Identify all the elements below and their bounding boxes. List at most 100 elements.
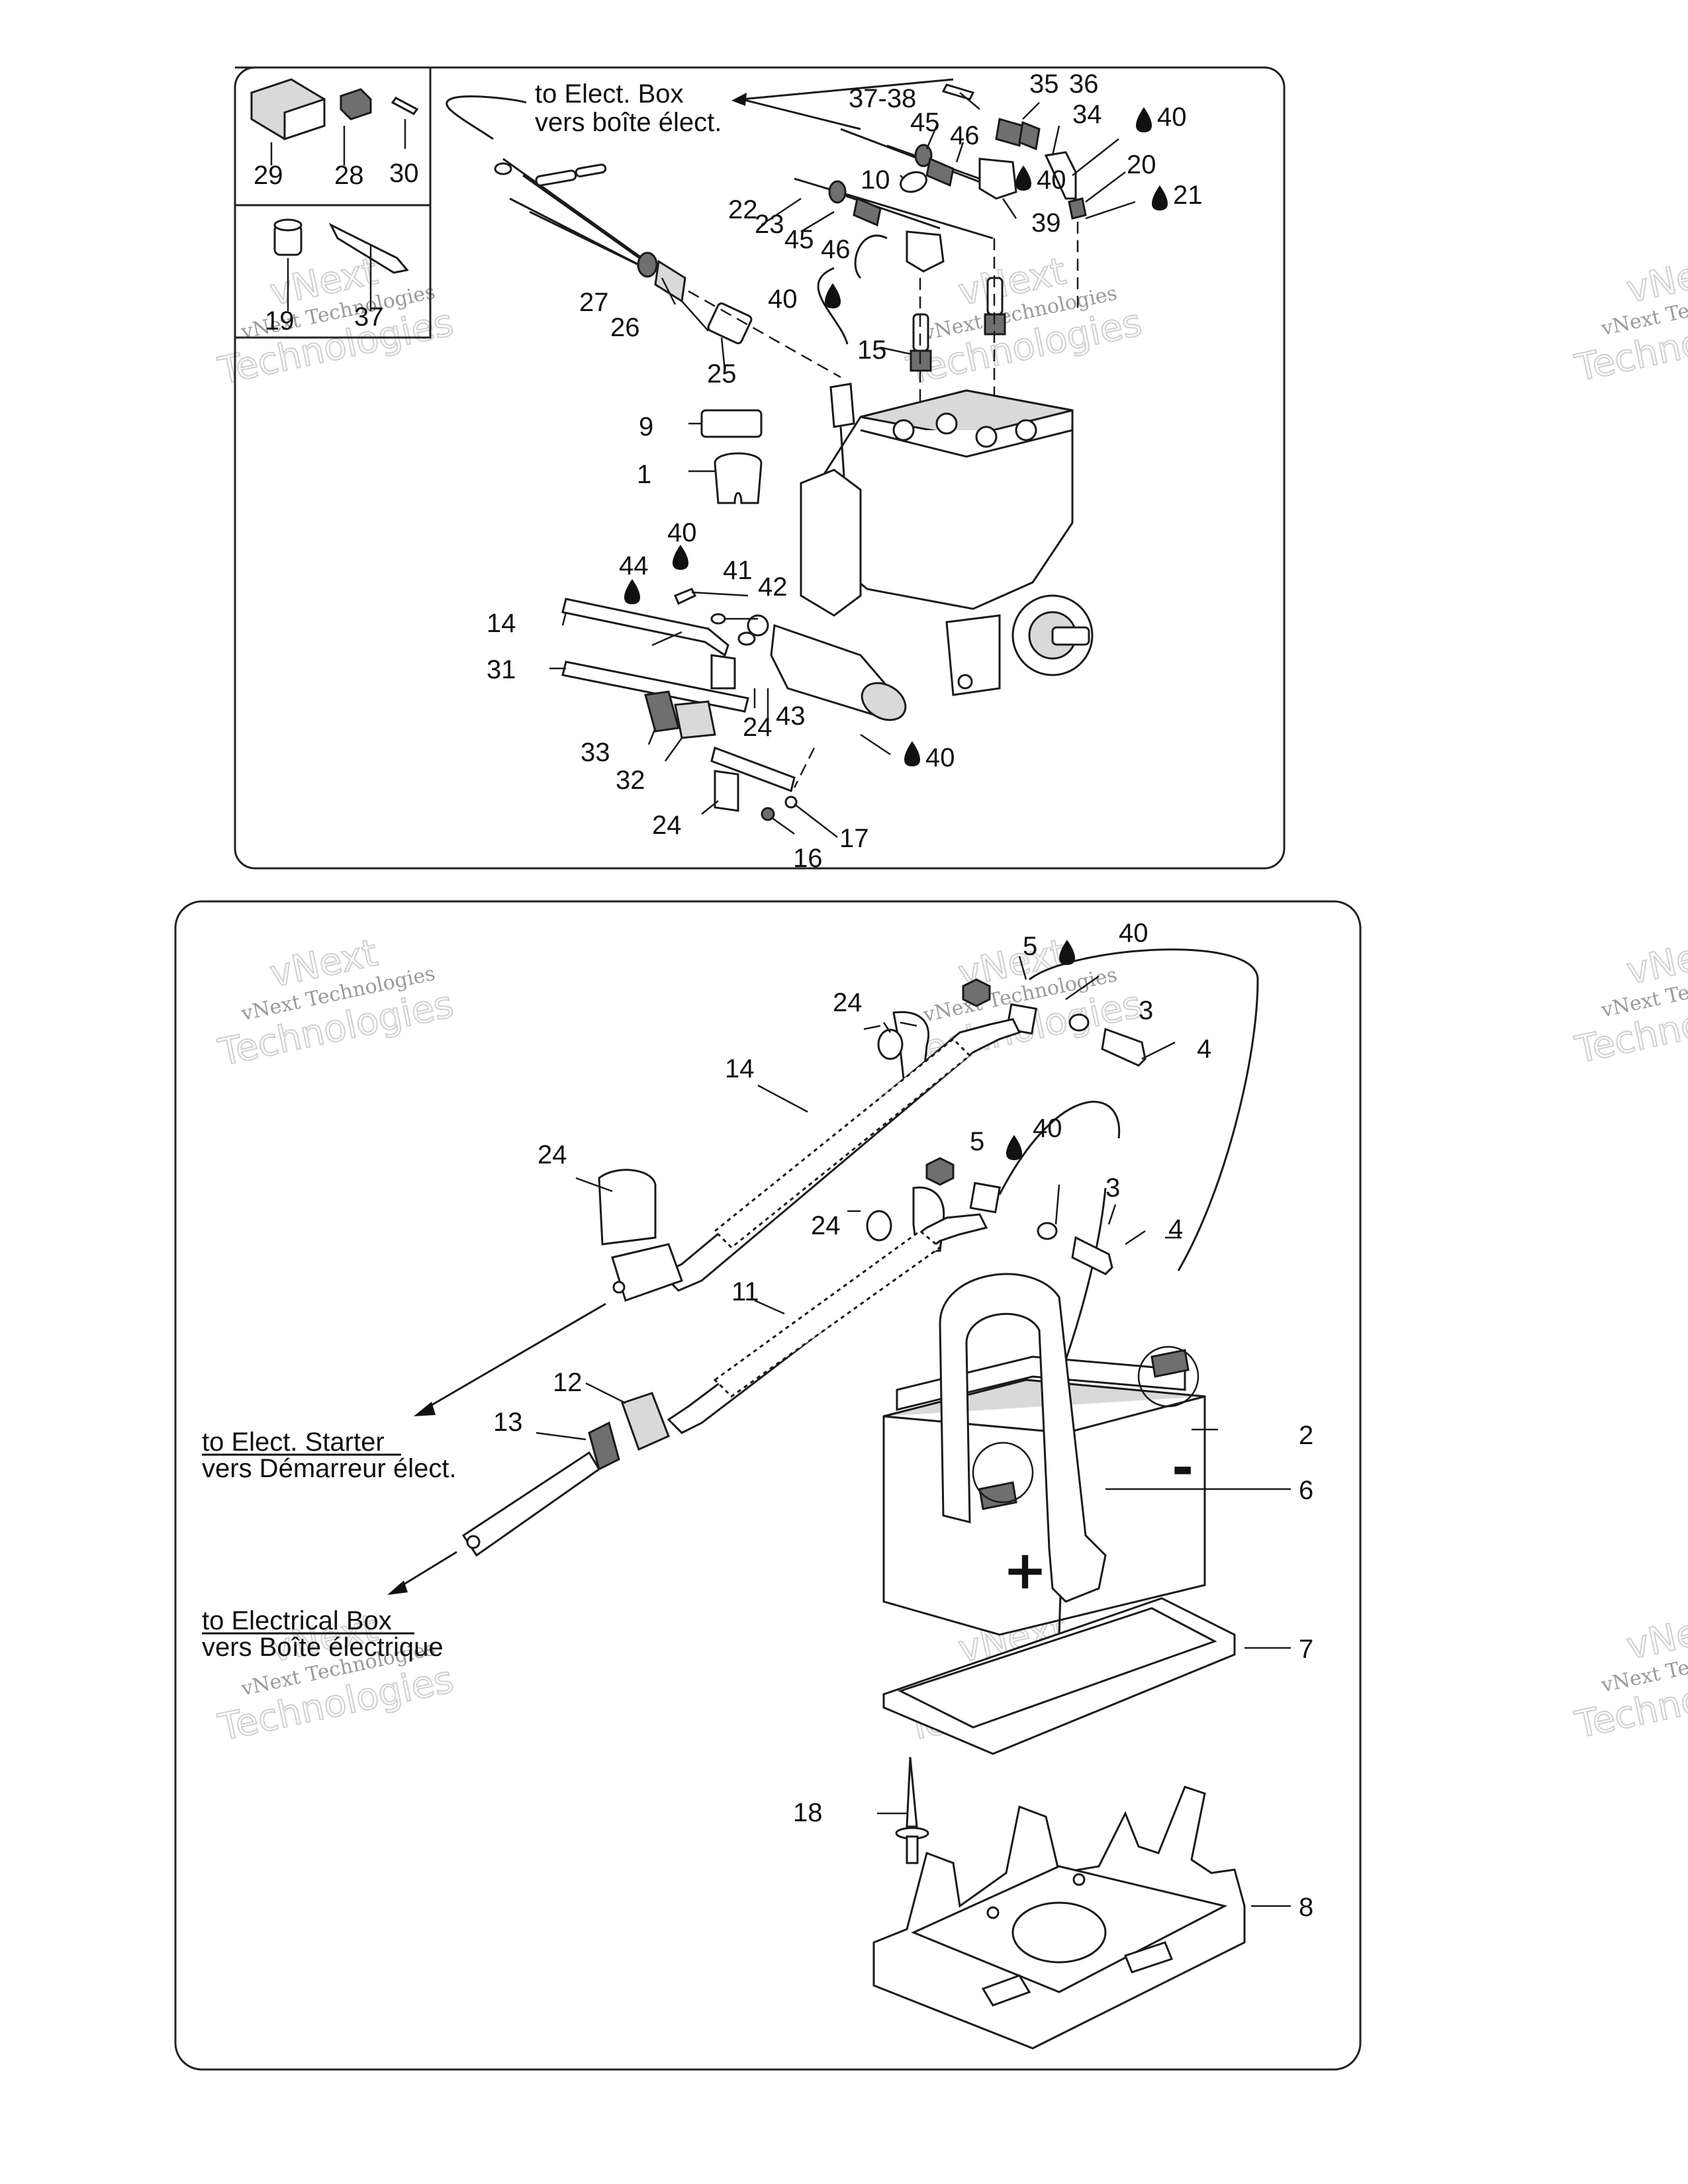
connector-housing-29 <box>250 78 326 141</box>
battery-tray-8 <box>872 1786 1246 2050</box>
boot-24 <box>710 654 736 690</box>
callout-40: 40 <box>1037 165 1066 195</box>
ring-terminal <box>494 162 512 175</box>
caption-to-electrical-box-en: to Electrical Box <box>202 1606 392 1635</box>
callout-4: 4 <box>1197 1034 1211 1064</box>
callout-3: 3 <box>1105 1173 1120 1203</box>
callout-35: 35 <box>1029 69 1059 99</box>
callout-45: 45 <box>784 225 814 254</box>
callout-45: 45 <box>910 108 940 137</box>
callout-8: 8 <box>1299 1893 1313 1922</box>
harness-wire <box>445 95 527 140</box>
detail-circle <box>972 1441 1034 1504</box>
callout-40: 40 <box>1119 919 1149 948</box>
callout-43: 43 <box>776 702 806 731</box>
callout-36: 36 <box>1069 69 1099 99</box>
oil-drop-icon <box>673 545 688 570</box>
callout-26: 26 <box>610 313 640 342</box>
callout-13: 13 <box>493 1408 523 1437</box>
oil-drop-icon <box>1006 1135 1022 1160</box>
cap-34 <box>1044 151 1077 200</box>
pin-30 <box>391 97 419 115</box>
battery-panel: to Elect. Starter vers Démarreur élect. … <box>174 900 1362 2071</box>
callout-17: 17 <box>839 824 869 853</box>
terminal-28 <box>340 88 372 120</box>
callout-31: 31 <box>487 655 516 684</box>
boot-24-small-b <box>969 1181 1001 1214</box>
callout-23: 23 <box>755 210 784 239</box>
boot-24b <box>714 770 739 812</box>
callout-39: 39 <box>1031 208 1061 238</box>
rivet-18 <box>895 1756 929 1864</box>
callout-46: 46 <box>821 235 851 264</box>
nut-16 <box>761 807 775 821</box>
fitting-20 <box>1068 197 1087 220</box>
nut-5 <box>962 978 991 1007</box>
engine-block <box>800 389 1094 696</box>
grommet-33 <box>644 690 680 733</box>
callout-14: 14 <box>487 609 516 638</box>
callout-2: 2 <box>1299 1421 1313 1450</box>
ground-wire-loop <box>1029 948 1259 1271</box>
callout-28: 28 <box>334 161 364 190</box>
callout-6: 6 <box>1299 1476 1313 1505</box>
callout-22: 22 <box>728 195 758 224</box>
callout-41: 41 <box>723 556 753 585</box>
callout-1: 1 <box>637 460 651 489</box>
ground-wire-loop-2 <box>998 1101 1121 1195</box>
callout-37: 37 <box>354 302 384 332</box>
callout-24: 24 <box>652 811 682 840</box>
top-panel-frame <box>234 66 1286 870</box>
electric-starter <box>747 614 907 721</box>
oil-drop-icon <box>624 579 640 604</box>
caption-to-elect-starter-fr: vers Démarreur élect. <box>202 1454 457 1483</box>
caption-to-elect-starter-en: to Elect. Starter <box>202 1428 385 1457</box>
block-9 <box>700 409 763 438</box>
bottom-panel-frame <box>174 900 1362 2071</box>
screw-41 <box>674 588 697 606</box>
watermark: vNext vNext Technologies Technologies <box>1571 1603 1688 1747</box>
cable-31-end <box>710 747 796 792</box>
battery-positive-terminal: + <box>1003 1539 1047 1601</box>
callout-11: 11 <box>731 1277 759 1306</box>
callout-42: 42 <box>758 572 788 602</box>
hold-down-strap-6 <box>939 1273 1107 1603</box>
callout-7: 7 <box>1299 1635 1313 1664</box>
callout-5: 5 <box>970 1127 984 1156</box>
callout-44: 44 <box>619 551 649 580</box>
inset-box <box>235 66 432 339</box>
arrow-to-elect-box <box>741 78 954 130</box>
terminal-37-38 <box>941 83 975 101</box>
watermark: vNext vNext Technologies Technologies <box>214 249 457 393</box>
sleeve-25 <box>707 302 753 345</box>
sleeve-19 <box>273 218 303 256</box>
callout-40: 40 <box>768 285 798 314</box>
callout-24: 24 <box>833 988 863 1017</box>
callout-9: 9 <box>639 412 653 441</box>
oil-drop-icon <box>1136 107 1152 132</box>
callout-3: 3 <box>1139 996 1153 1025</box>
dash-line <box>688 290 841 379</box>
callout-29: 29 <box>254 161 283 190</box>
oil-drop-icon <box>825 283 841 308</box>
callout-30: 30 <box>389 159 419 188</box>
washer-42 <box>710 613 726 625</box>
grommet-45 <box>914 144 933 167</box>
callout-24: 24 <box>743 713 773 742</box>
callout-15: 15 <box>857 336 887 365</box>
callout-40: 40 <box>925 743 955 772</box>
nut-32 <box>674 700 716 739</box>
caption-elect-box-fr: vers boîte élect. <box>535 108 722 137</box>
oil-drop-icon <box>904 741 920 766</box>
boot-24 <box>598 1169 657 1246</box>
callout-40: 40 <box>1033 1114 1062 1143</box>
callout-32: 32 <box>616 766 645 795</box>
grommet-45 <box>828 180 847 204</box>
cable-14-top <box>561 598 729 657</box>
washer-3b <box>1037 1222 1058 1240</box>
bullet-terminal <box>575 163 607 177</box>
callout-27: 27 <box>579 288 609 317</box>
callout-46: 46 <box>950 121 980 150</box>
callout-40: 40 <box>1157 103 1187 132</box>
